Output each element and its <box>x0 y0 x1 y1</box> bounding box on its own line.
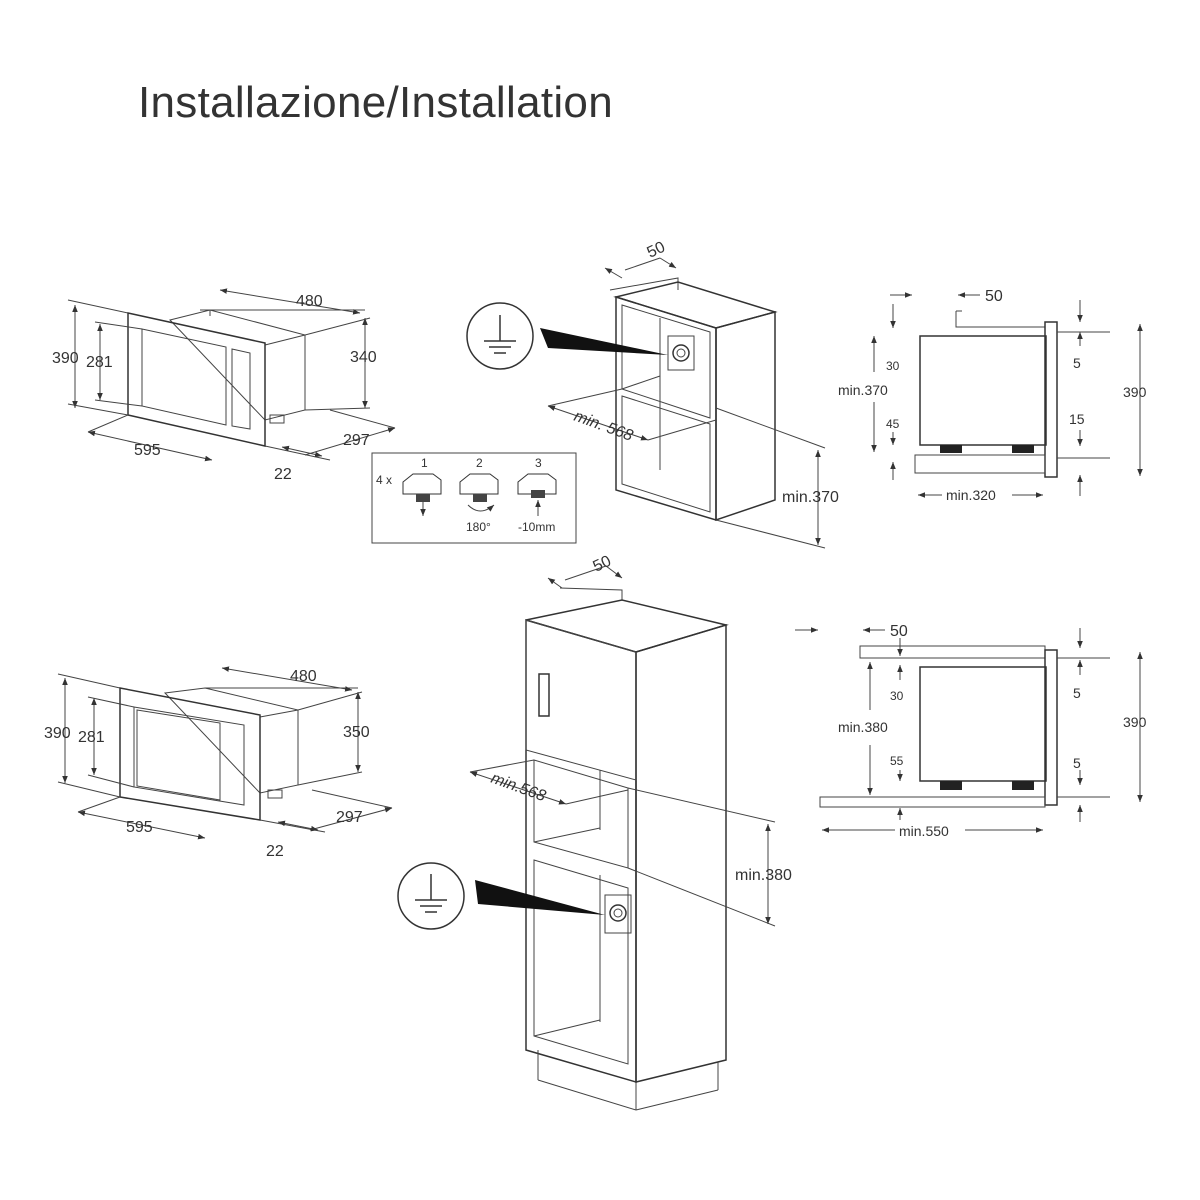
side-height: min.370 <box>838 382 888 398</box>
side-d55: 55 <box>890 754 904 768</box>
page-title: Installazione/Installation <box>138 78 613 127</box>
side-d5-top: 5 <box>1073 685 1081 701</box>
side-height: min.380 <box>838 719 888 735</box>
side-total: 390 <box>1123 714 1147 730</box>
step-3-number: 3 <box>535 456 542 470</box>
dim-frame: 22 <box>274 466 292 483</box>
feet-adjustment-box: 4 x 1 2 3 180° -10mm <box>371 452 577 544</box>
dim-depth: 480 <box>290 668 317 685</box>
side-depth: min.550 <box>899 823 949 839</box>
dim-front-depth: 297 <box>343 432 370 449</box>
side-total: 390 <box>1123 384 1147 400</box>
foot-rotate-icon <box>459 473 499 512</box>
ground-symbol-icon <box>466 302 534 370</box>
dim-width: 595 <box>126 819 153 836</box>
side-d30: 30 <box>890 689 904 703</box>
rotation-label: 180° <box>466 520 491 534</box>
side-d45: 45 <box>886 417 900 431</box>
foot-icon <box>402 473 442 516</box>
cabinet-gap: 50 <box>645 239 668 262</box>
feet-count: 4 x <box>376 473 392 487</box>
cabinet-width: min.568 <box>489 770 548 805</box>
side-d30: 30 <box>886 359 900 373</box>
step-1-number: 1 <box>421 456 428 470</box>
ground-symbol-icon <box>397 862 465 930</box>
side-view-top: 50 30 min.370 45 5 15 390 min.32 <box>838 288 1147 504</box>
oven-drawing-top: 390 281 480 340 595 297 22 <box>52 288 396 483</box>
adjust-label: -10mm <box>518 520 555 534</box>
cabinet-height: min.380 <box>735 867 792 884</box>
oven-drawing-bottom: 390 281 480 350 595 297 22 <box>44 666 393 860</box>
cabinet-width: min. 568 <box>572 408 636 445</box>
cabinet-drawing-top: 50 min. 568 min.370 <box>466 239 839 549</box>
side-view-bottom: 50 30 min.380 55 5 5 390 min.550 <box>795 623 1147 839</box>
foot-adjust-icon <box>517 473 557 516</box>
dim-side-height: 340 <box>350 349 377 366</box>
dim-width: 595 <box>134 442 161 459</box>
step-2-number: 2 <box>476 456 483 470</box>
dim-side-height: 350 <box>343 724 370 741</box>
side-d5-bottom: 5 <box>1073 755 1081 771</box>
cabinet-gap: 50 <box>591 553 614 576</box>
cabinet-drawing-tall: 50 min.568 min.380 <box>397 553 792 1111</box>
side-d5: 5 <box>1073 355 1081 371</box>
side-d15: 15 <box>1069 411 1085 427</box>
side-depth: min.320 <box>946 487 996 503</box>
dim-inner-height: 281 <box>78 729 105 746</box>
cabinet-height: min.370 <box>782 489 839 506</box>
side-gap: 50 <box>985 288 1003 305</box>
dim-frame: 22 <box>266 843 284 860</box>
dim-height: 390 <box>52 350 79 367</box>
dim-height: 390 <box>44 725 71 742</box>
dim-front-depth: 297 <box>336 809 363 826</box>
dim-inner-height: 281 <box>86 354 113 371</box>
side-gap: 50 <box>890 623 908 640</box>
dim-depth: 480 <box>296 293 323 310</box>
